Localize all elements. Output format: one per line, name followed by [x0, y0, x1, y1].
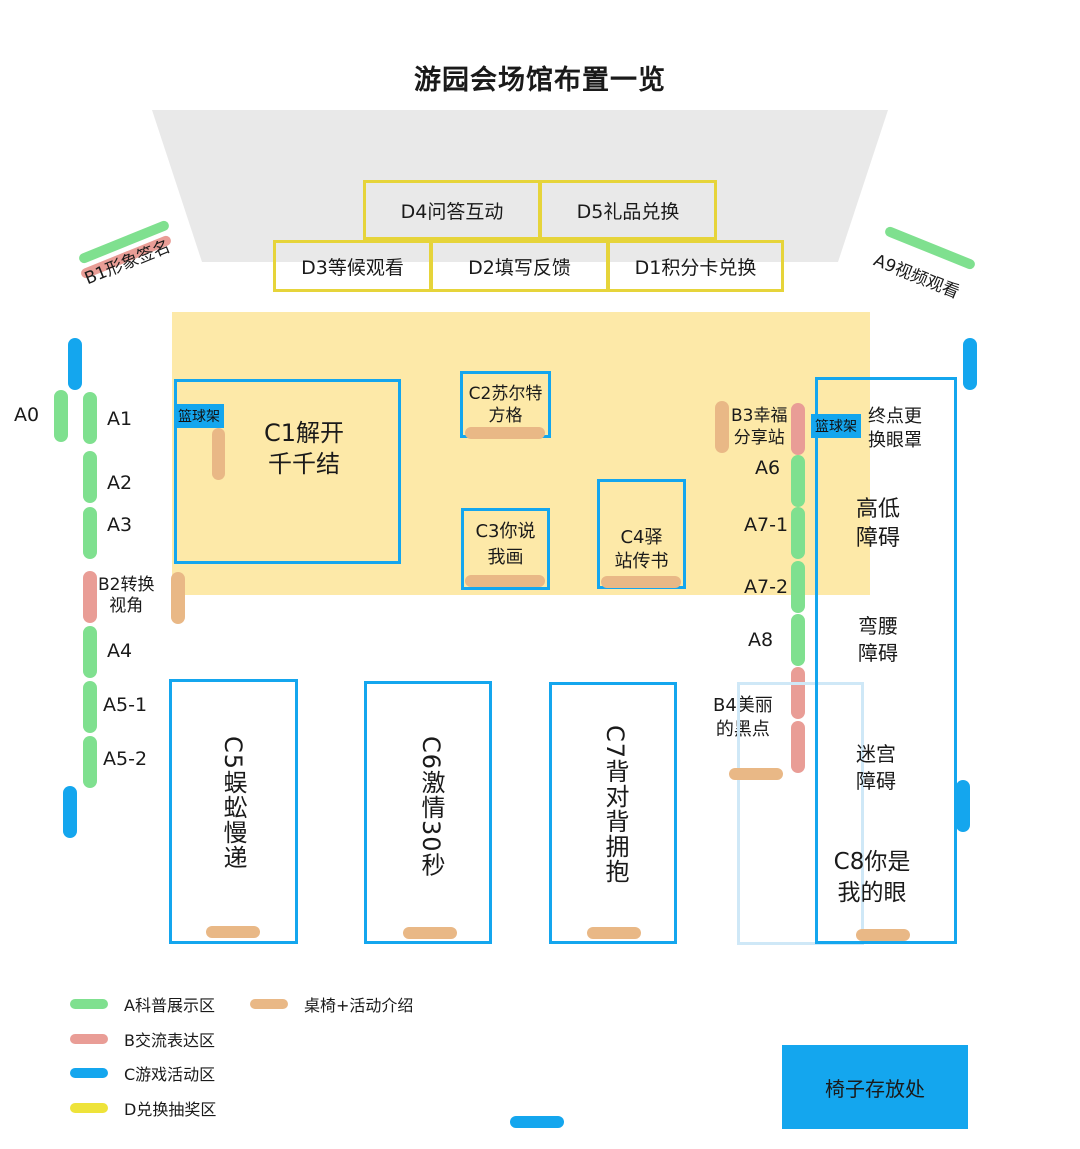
a5-2-label: A5-2: [103, 748, 148, 770]
a4-label: A4: [107, 640, 133, 662]
b4-label: B4美丽 的黑点: [713, 695, 773, 740]
b4-upper-strip: [791, 667, 805, 719]
d1-booth[interactable]: D1积分卡兑换: [607, 240, 784, 292]
legend-label-d: D兑换抽奖区: [124, 1100, 217, 1119]
a5-1-strip: [83, 681, 97, 733]
a8-label: A8: [748, 629, 774, 651]
legend-label-a: A科普展示区: [124, 996, 215, 1015]
b4-lower-strip: [791, 721, 805, 773]
entrance-blue-strip: [510, 1116, 564, 1128]
a2-strip: [83, 451, 97, 503]
c1-table-strip: [212, 428, 225, 480]
c6-label: C6激情30秒: [417, 736, 445, 878]
c8-light-booth: [737, 682, 864, 945]
c3-label: C3你说 我画: [475, 521, 536, 568]
d3-label: D3等候观看: [301, 256, 404, 279]
legend-swatch-a: [70, 999, 108, 1009]
legend-swatch-b: [70, 1034, 108, 1044]
a8-strip: [791, 614, 805, 666]
d2-booth[interactable]: D2填写反馈: [430, 240, 609, 292]
d3-booth[interactable]: D3等候观看: [273, 240, 432, 292]
map-title: 游园会场馆布置一览: [414, 65, 666, 96]
legend-item-tan: 桌椅+活动介绍: [250, 992, 413, 1016]
chair-storage-label: 椅子存放处: [825, 1076, 925, 1101]
c7-booth[interactable]: [549, 682, 677, 944]
c7-label: C7背对背拥抱: [601, 725, 629, 885]
b2-label: B2转换 视角: [98, 575, 155, 616]
a2-label: A2: [107, 472, 133, 494]
d1-label: D1积分卡兑换: [634, 256, 757, 279]
legend-swatch-c: [70, 1068, 108, 1078]
c6-table-strip: [403, 927, 457, 939]
c3-booth[interactable]: [461, 508, 550, 590]
a1-strip: [83, 392, 97, 444]
a3-strip: [83, 507, 97, 559]
d4-booth[interactable]: D4问答互动: [363, 180, 541, 240]
c8-label: C8你是 我的眼: [833, 849, 911, 906]
high-low-label: 高低 障碍: [855, 497, 900, 551]
a0-strip: [54, 390, 68, 442]
c2-label: C2苏尔特 方格: [468, 384, 543, 426]
c3-table-strip: [465, 575, 545, 587]
a7-1-label: A7-1: [744, 514, 789, 536]
legend-swatch-tan: [250, 999, 288, 1009]
legend-swatch-d: [70, 1103, 108, 1113]
stage-area: [152, 110, 888, 262]
a0-label: A0: [14, 404, 40, 426]
legend-item-a: A科普展示区: [70, 992, 215, 1016]
a4-strip: [83, 626, 97, 678]
c4-table-strip: [601, 576, 681, 588]
a5-1-label: A5-1: [103, 694, 148, 716]
a5-2-strip: [83, 736, 97, 788]
c4-label: C4驿 站传书: [614, 527, 669, 572]
a3-label: A3: [107, 514, 133, 536]
legend-label-c: C游戏活动区: [124, 1065, 216, 1084]
basket-left-tag: 篮球架: [174, 404, 224, 428]
b3-label: B3幸福 分享站: [731, 406, 788, 448]
a7-2-label: A7-2: [744, 576, 789, 598]
a6-strip: [791, 455, 805, 507]
maze-label: 迷宫 障碍: [856, 742, 896, 793]
main-yellow-zone: [172, 312, 870, 595]
b3-table-strip: [715, 401, 729, 453]
basket-right-tag: 篮球架: [811, 414, 861, 438]
c8-booth[interactable]: [815, 377, 957, 944]
b2-strip: [83, 571, 97, 623]
legend-label-b: B交流表达区: [124, 1031, 215, 1050]
right-bottom-blue-strip: [956, 780, 970, 832]
c2-table-strip: [465, 427, 545, 439]
a7-2-strip: [791, 561, 805, 613]
c1-label: C1解开 千千结: [263, 419, 345, 478]
right-top-blue-strip: [963, 338, 977, 390]
d4-label: D4问答互动: [400, 200, 504, 223]
c5-table-strip: [206, 926, 260, 938]
legend-item-d: D兑换抽奖区: [70, 1096, 216, 1120]
legend-label-tan: 桌椅+活动介绍: [304, 996, 414, 1015]
d5-label: D5礼品兑换: [576, 200, 680, 223]
legend-item-b: B交流表达区: [70, 1027, 215, 1051]
d5-booth[interactable]: D5礼品兑换: [539, 180, 717, 240]
b3-strip: [791, 403, 805, 455]
chair-storage[interactable]: 椅子存放处: [782, 1045, 968, 1129]
b4-table-strip: [729, 768, 783, 780]
left-top-blue-strip: [68, 338, 82, 390]
c1-booth[interactable]: [174, 379, 401, 564]
c8-table-strip: [856, 929, 910, 941]
c5-label: C5蜈蚣慢递: [219, 736, 247, 871]
a6-label: A6: [755, 457, 781, 479]
d2-label: D2填写反馈: [468, 256, 571, 279]
left-bottom-blue-strip: [63, 786, 77, 838]
finish-label: 终点更 换眼罩: [868, 406, 922, 451]
c6-booth[interactable]: [364, 681, 492, 944]
b2-table-strip: [171, 572, 185, 624]
a7-1-strip: [791, 507, 805, 559]
a1-label: A1: [107, 408, 133, 430]
bend-label: 弯腰 障碍: [858, 614, 898, 665]
c5-booth[interactable]: [169, 679, 298, 944]
legend-item-c: C游戏活动区: [70, 1061, 215, 1085]
c7-table-strip: [587, 927, 641, 939]
